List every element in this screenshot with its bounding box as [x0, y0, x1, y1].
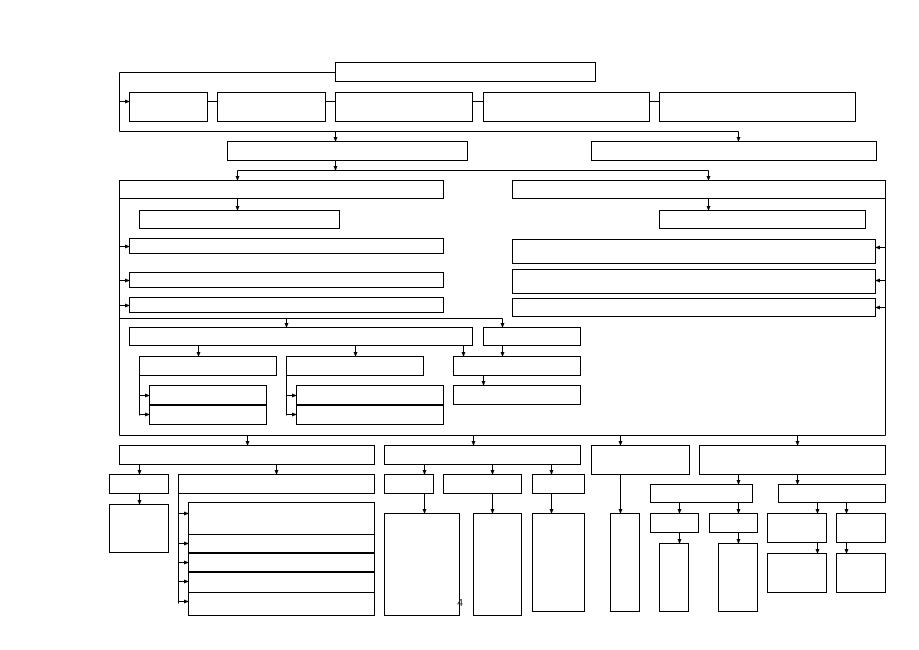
flow-box [718, 543, 758, 612]
flow-box [659, 543, 689, 612]
flow-box [650, 513, 699, 533]
flow-box [129, 272, 444, 288]
flow-box [659, 92, 856, 122]
flow-box [335, 62, 596, 82]
flow-box [139, 210, 340, 229]
flow-box [129, 92, 208, 122]
flow-box [384, 513, 460, 616]
flow-box [443, 474, 522, 494]
flow-box [767, 553, 827, 593]
flow-box [296, 385, 444, 405]
flow-box [767, 513, 827, 543]
flow-box [473, 513, 522, 616]
flow-box [709, 513, 758, 533]
flow-box [227, 141, 468, 161]
flow-box [119, 445, 375, 465]
page-number: 4 [457, 598, 464, 609]
flow-box [512, 180, 886, 199]
flow-box [188, 502, 375, 535]
flow-box [453, 385, 581, 405]
flow-box [149, 385, 267, 405]
flow-box [188, 553, 375, 572]
flow-box [512, 269, 876, 294]
flow-box [512, 239, 876, 264]
flow-box [384, 474, 434, 494]
flow-box [188, 572, 375, 593]
flow-box [129, 238, 444, 254]
flow-box [483, 327, 581, 346]
flow-box [512, 298, 876, 317]
flow-box [296, 405, 444, 425]
flow-box [286, 356, 424, 376]
flow-box [836, 553, 886, 593]
flow-box [532, 513, 585, 612]
flow-box [610, 513, 640, 612]
flow-box [188, 534, 375, 553]
flow-box [109, 474, 169, 494]
flow-box [591, 445, 690, 475]
flow-box [188, 592, 375, 616]
flow-box [453, 356, 581, 376]
flow-box [778, 484, 886, 503]
flow-box [217, 92, 326, 122]
flow-box [659, 210, 866, 229]
flow-box [129, 297, 444, 313]
flow-box [483, 92, 650, 122]
flow-box [129, 327, 473, 346]
flow-box [149, 405, 267, 425]
flow-box [384, 445, 581, 465]
flow-box [139, 356, 277, 376]
flow-box [650, 484, 753, 503]
flow-box [335, 92, 473, 122]
flow-box [532, 474, 585, 494]
flow-box [836, 513, 886, 543]
flow-box [699, 445, 886, 475]
flow-box [591, 141, 877, 161]
flow-box [178, 474, 375, 494]
flow-box [109, 504, 169, 553]
flow-box [119, 180, 444, 199]
